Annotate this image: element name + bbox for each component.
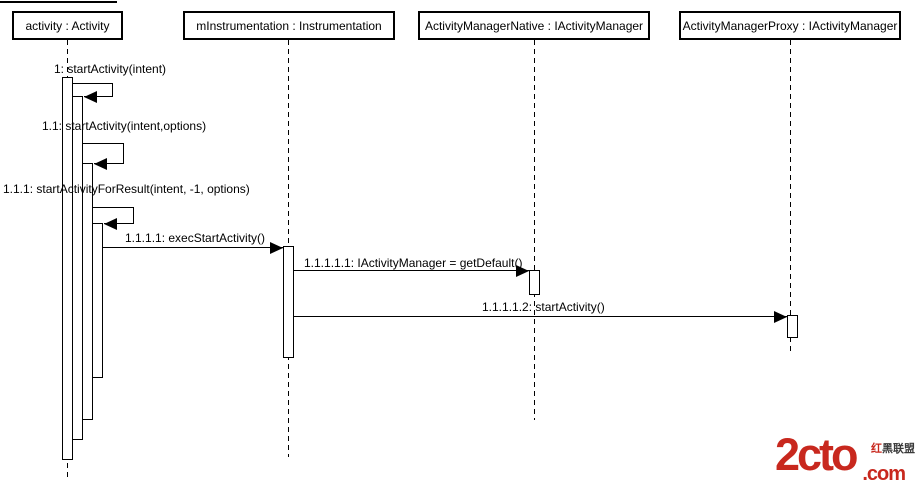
activation-bar-activitymanagernative — [529, 270, 540, 295]
message-label-1-1: 1.1: startActivity(intent,options) — [42, 119, 207, 133]
message-1-1-1-arrowhead-icon — [104, 218, 117, 230]
activation-bar-activitymanagerproxy — [787, 315, 798, 338]
message-1-line-top — [72, 83, 113, 84]
lifeline-head-activity-label: activity : Activity — [25, 18, 110, 33]
message-1-1-1-1-line — [103, 247, 283, 248]
message-1-arrowhead-icon — [84, 91, 97, 103]
watermark-2cto-logo: 2cto — [775, 429, 859, 480]
message-1-line-bottom — [84, 96, 113, 97]
message-1-1-1-1-1-line — [294, 270, 529, 271]
lifeline-head-activity: activity : Activity — [12, 11, 123, 40]
lifeline-head-activitymanagerproxy: ActivityManagerProxy : IActivityManager — [679, 11, 901, 40]
lifeline-activitymanagerproxy — [790, 40, 791, 355]
watermark-cn-text: 红黑联盟 — [871, 440, 915, 456]
site-watermark: 2cto .com 红黑联盟 — [775, 431, 917, 485]
activation-bar-minstrumentation — [283, 246, 294, 358]
lifeline-activitymanagernative — [534, 40, 535, 420]
lifeline-head-minstrumentation: mInstrumentation : Instrumentation — [183, 11, 395, 40]
lifeline-head-activitymanagernative: ActivityManagerNative : IActivityManager — [418, 11, 650, 40]
message-1-1-arrowhead-icon — [94, 158, 107, 170]
message-1-1-1-1-arrowhead-icon — [270, 242, 283, 254]
lifeline-head-minstrumentation-label: mInstrumentation : Instrumentation — [196, 18, 382, 33]
message-label-1: 1: startActivity(intent) — [54, 62, 167, 76]
activation-bar-activity-4 — [92, 223, 103, 378]
message-label-1-1-1-1-1: 1.1.1.1.1: IActivityManager = getDefault… — [304, 256, 523, 270]
message-1-1-1-1-1-arrowhead-icon — [516, 265, 529, 277]
lifeline-head-activitymanagernative-label: ActivityManagerNative : IActivityManager — [424, 18, 644, 33]
message-label-1-1-1: 1.1.1: startActivityForResult(intent, -1… — [3, 182, 250, 196]
watermark-cn-red: 红 — [871, 443, 882, 455]
message-1-1-1-1-2-arrowhead-icon — [774, 311, 787, 323]
watermark-cn-dark: 黑联盟 — [882, 443, 915, 455]
watermark-com-suffix: .com — [862, 463, 906, 485]
top-border-line — [0, 1, 117, 3]
message-1-1-1-line-top — [93, 207, 134, 208]
message-label-1-1-1-1-2: 1.1.1.1.2: startActivity() — [482, 300, 605, 314]
message-1-1-1-1-2-line — [294, 316, 787, 317]
message-1-line-right — [112, 83, 113, 97]
message-label-1-1-1-1: 1.1.1.1: execStartActivity() — [125, 231, 266, 245]
lifeline-head-activitymanagerproxy-label: ActivityManagerProxy : IActivityManager — [682, 18, 898, 33]
message-1-1-line-top — [83, 143, 124, 144]
message-1-1-line-right — [123, 143, 124, 163]
message-1-1-1-line-right — [133, 207, 134, 223]
message-1-1-line-bottom — [94, 163, 124, 164]
message-1-1-1-line-bottom — [104, 223, 134, 224]
